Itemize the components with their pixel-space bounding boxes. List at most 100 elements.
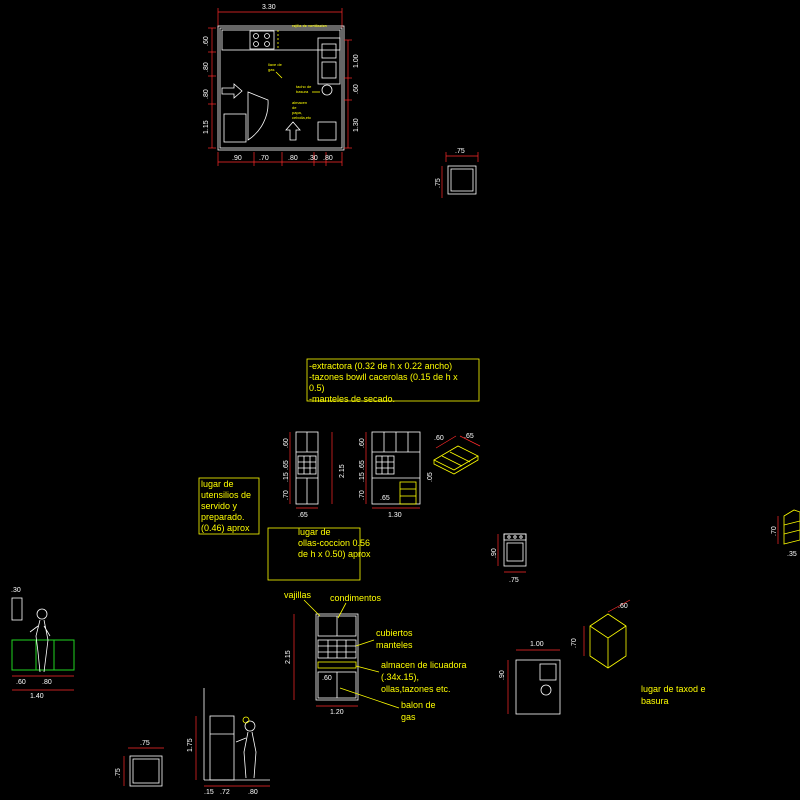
note-pots-line-3: de h x 0.50) aprox	[298, 549, 371, 559]
trash-person-icon	[540, 684, 552, 696]
note-utensils-line-4: preparado.	[201, 512, 245, 522]
note-trash-line-2: basura	[641, 696, 669, 706]
note-trash-line-1: lugar de taxod e	[641, 684, 706, 694]
plan-walls	[219, 27, 343, 149]
label-almacen: almacen de licuadora	[381, 660, 467, 670]
cabinet-elevation-2: .60 .65 .15 .70 .65 1.30	[359, 431, 421, 519]
plan-left-dim-1: .60	[203, 36, 210, 46]
trash-plan-side: .90	[499, 670, 506, 680]
elev1-dim-2: .65	[283, 460, 290, 470]
person-fridge-height: 1.75	[187, 738, 194, 752]
right-edge-shelf: .70 .35	[771, 509, 800, 558]
storage-box	[317, 121, 337, 141]
plan-bottom-dim-2: .70	[259, 155, 269, 162]
note-pots: lugar de ollas-coccion 0.56 de h x 0.50)…	[267, 527, 371, 581]
notes-line-3: 0.5)	[309, 383, 325, 393]
plan-top-dim: 3.30	[262, 4, 276, 11]
sink-icon	[321, 43, 337, 59]
plan-bottom-dim-1: .90	[232, 155, 242, 162]
sink-counter	[317, 37, 341, 85]
note-utensils-line-3: servido y	[201, 501, 238, 511]
elev1-dim-4: .70	[283, 490, 290, 500]
note-utensils: lugar de utensilios de servido y prepara…	[198, 477, 260, 535]
plan-right-dim-1: 1.00	[353, 54, 360, 68]
person-left-dim-1: .60	[16, 679, 26, 686]
cabinet-elevation-3: 2.15 1.20 .60 vajillas condimentos cubie…	[284, 590, 467, 722]
stove-top-width: .75	[455, 148, 465, 155]
stove-elev-width: .75	[509, 577, 519, 584]
cabinet-elevation-1: .60 .65 .15 .70 2.15 .65	[283, 431, 346, 519]
plan-left-dim-2: .80	[203, 62, 210, 72]
elev2-dim-3: .15	[359, 472, 366, 482]
plan-bottom-dim-4: .30	[308, 155, 318, 162]
note-trash-place: lugar de taxod e basura	[641, 684, 706, 706]
person-left-dim-top: .30	[11, 587, 21, 594]
label-ollas: ollas,tazones etc.	[381, 684, 451, 694]
tray-dim-1: .60	[434, 435, 444, 442]
person-left-dim-2: .80	[42, 679, 52, 686]
iso-tray: .60 .65 .05	[427, 433, 481, 482]
elev1-total: 2.15	[339, 464, 346, 478]
plan-right-dim-2: .60	[353, 84, 360, 94]
elev1-dim-1: .60	[283, 438, 290, 448]
person-fridge-dim-3: .80	[248, 789, 258, 796]
elev1-width: .65	[298, 512, 308, 519]
elev2-inner: .65	[380, 495, 390, 502]
plan-bottom-dim-3: .80	[288, 155, 298, 162]
label-manteles: manteles	[376, 640, 413, 650]
plan-right-dim-3: 1.30	[353, 118, 360, 132]
elev2-width: 1.30	[388, 512, 402, 519]
elev2-dim-2: .65	[359, 460, 366, 470]
person-fridge-dim-2: .72	[220, 789, 230, 796]
note-ventilation: rejilla de ventilacion	[292, 23, 327, 28]
notes-line-4: -manteles de secado.	[309, 394, 395, 404]
label-condimentos: condimentos	[330, 593, 382, 603]
entry-arrow-up-icon	[285, 121, 301, 141]
right-edge-dim-height: .70	[771, 526, 778, 536]
person-with-fridge: 1.75 .15 .72 .80	[187, 688, 270, 796]
person-at-counter: .30 .60 .80 1.40	[11, 587, 75, 700]
stove-top-height: .75	[435, 178, 442, 188]
entry-arrow-icon	[221, 83, 243, 99]
notes-line-2: -tazones bowll cacerolas (0.15 de h x	[309, 372, 458, 382]
label-cubiertos: cubiertos	[376, 628, 413, 638]
bottom-box: .75 .75	[115, 740, 164, 787]
trash-plan: 1.00 .90	[499, 641, 561, 715]
tray-dim-3: .05	[427, 472, 434, 482]
right-edge-dim-width: .35	[787, 551, 797, 558]
iso-cube-width: .60	[618, 603, 628, 610]
label-vajillas: vajillas	[284, 590, 312, 600]
label-balon: balon de	[401, 700, 436, 710]
fridge-box	[223, 113, 247, 143]
iso-cube-height: .70	[571, 638, 578, 648]
label-gas: gas	[401, 712, 416, 722]
stove-top-block: .75 .75	[435, 148, 479, 198]
elev3-total: 2.15	[285, 650, 292, 664]
note-utensils-line-1: lugar de	[201, 479, 234, 489]
plan-left-dim-3: .80	[203, 89, 210, 99]
elev1-dim-3: .15	[283, 472, 290, 482]
tray-dim-2: .65	[464, 433, 474, 440]
stove-elev-height: .90	[491, 548, 498, 558]
notes-line-1: -extractora (0.32 de h x 0.22 ancho)	[309, 361, 452, 371]
elev2-dim-4: .70	[359, 490, 366, 500]
iso-cube: .70 .60	[571, 599, 631, 669]
person-fridge-dim-1: .15	[204, 789, 214, 796]
note-utensils-line-5: (0.46) aprox	[201, 523, 250, 533]
elev3-inner: .60	[322, 675, 332, 682]
bottom-box-width: .75	[140, 740, 150, 747]
plan-left-dim-4: 1.15	[203, 120, 210, 134]
trash-plan-top: 1.00	[530, 641, 544, 648]
notes-box: -extractora (0.32 de h x 0.22 ancho) -ta…	[306, 358, 480, 404]
label-almacen-size: (.34x.15),	[381, 672, 419, 682]
person-head-icon	[36, 608, 48, 620]
person-fridge-head-icon	[244, 720, 256, 732]
stove-elevation: .90 .75	[491, 533, 527, 584]
note-pots-line-2: ollas-coccion 0.56	[298, 538, 370, 548]
plan-bottom-dim-5: .80	[323, 155, 333, 162]
